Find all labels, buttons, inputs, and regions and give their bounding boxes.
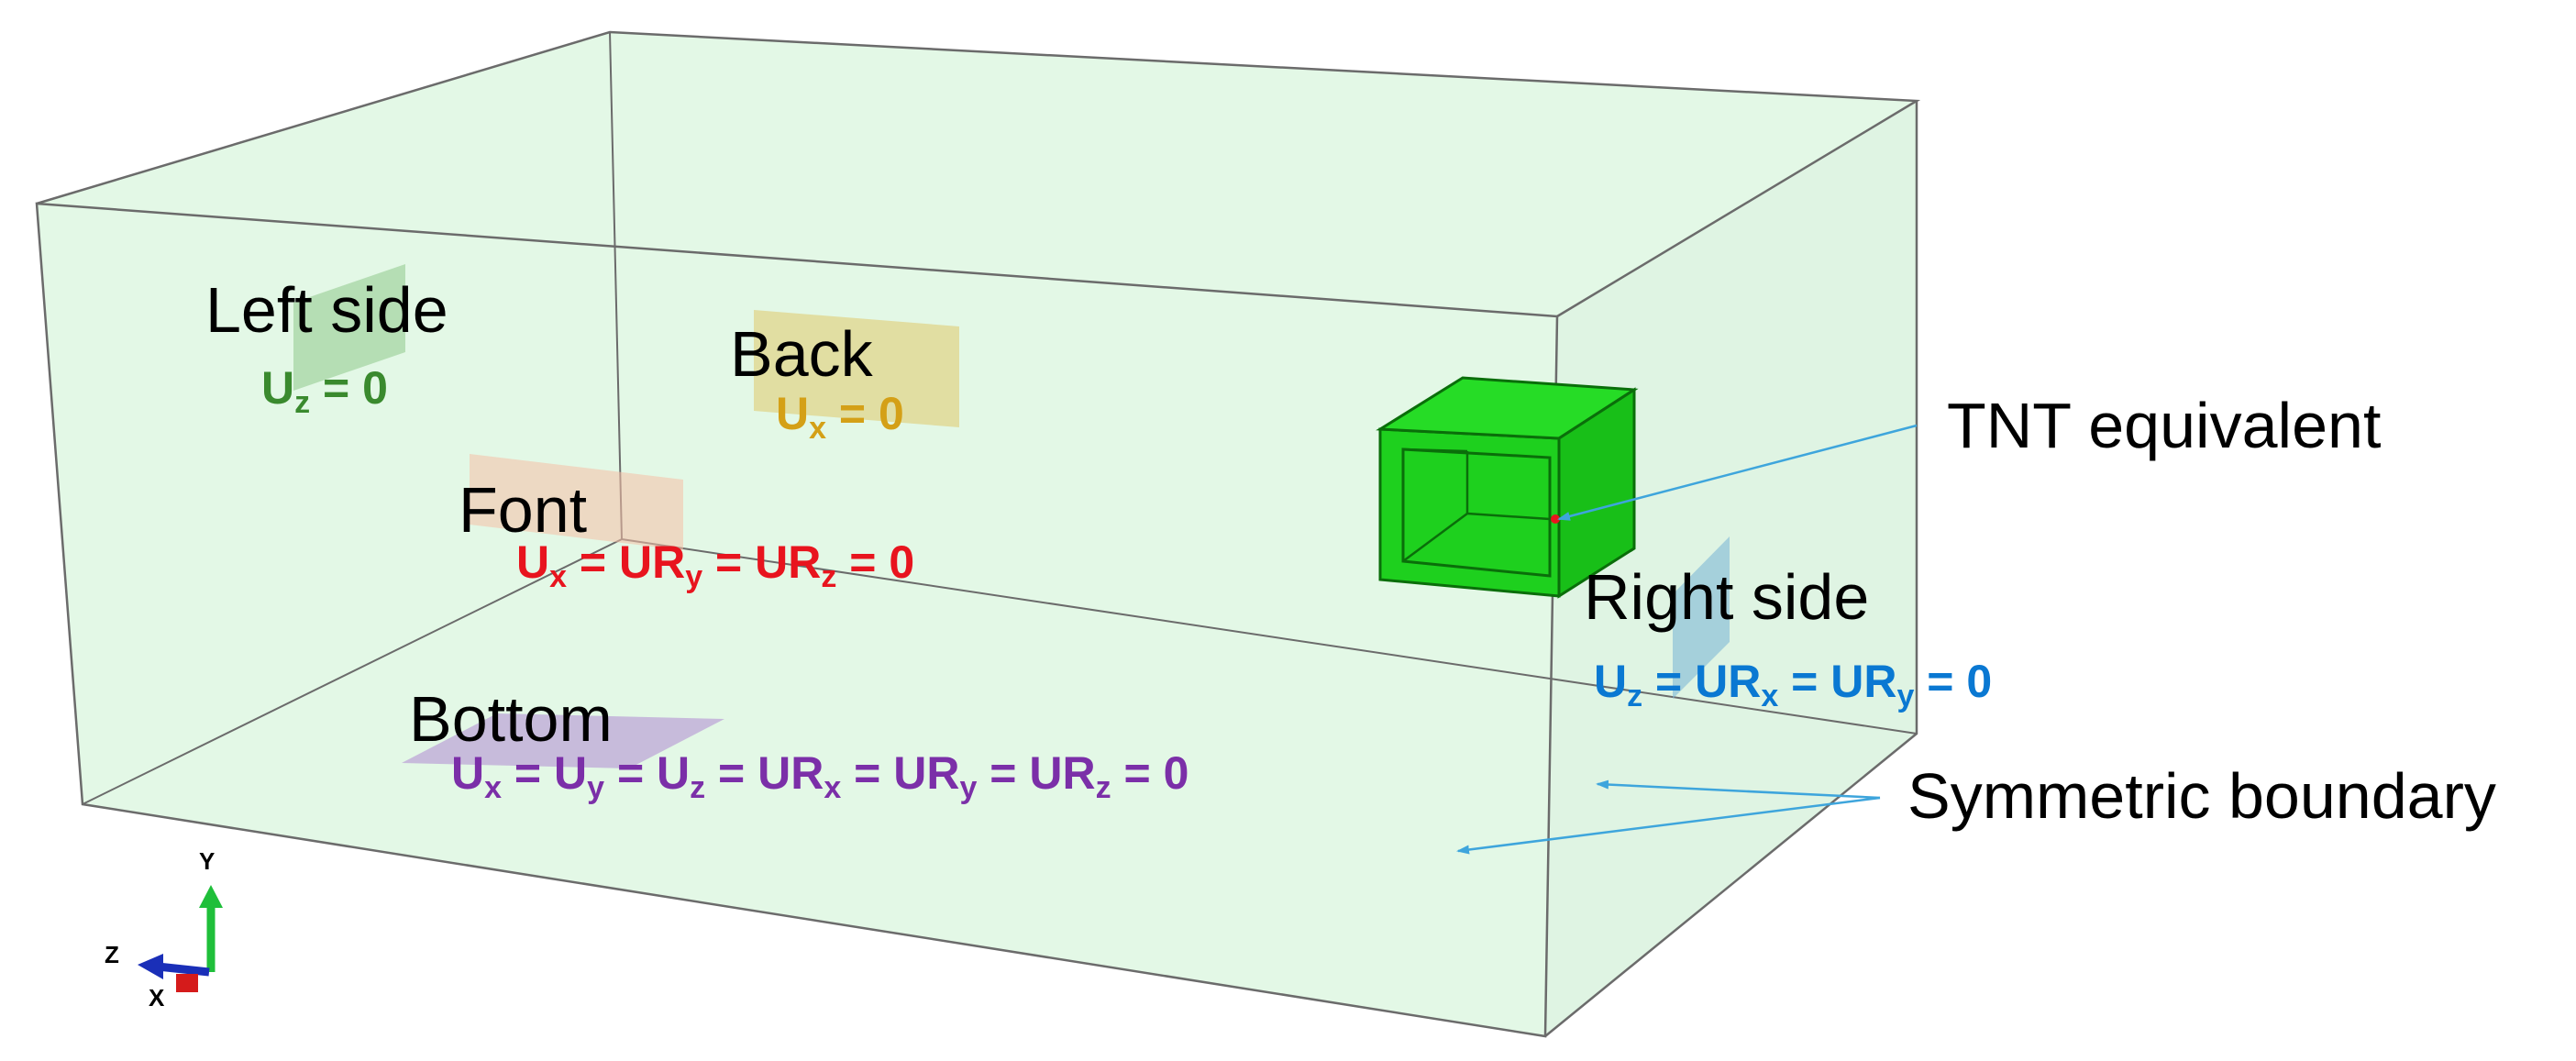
tnt-right-face bbox=[1557, 387, 1636, 599]
z-axis-arrow bbox=[157, 962, 210, 977]
back-edge-left-bottom bbox=[82, 538, 623, 805]
bc-subscript: y bbox=[1896, 679, 1914, 713]
bottom-patch bbox=[402, 713, 724, 768]
bc-term: = UR bbox=[705, 747, 824, 799]
top-face bbox=[37, 32, 1917, 316]
tnt-block bbox=[1376, 376, 1639, 599]
bc-term: = UR bbox=[1642, 656, 1761, 707]
right-side-patch bbox=[1673, 536, 1730, 699]
bc-term: = UR bbox=[841, 747, 959, 799]
font-label: Font bbox=[459, 474, 587, 546]
bc-subscript: y bbox=[587, 770, 604, 805]
back-bc: Ux = 0 bbox=[776, 388, 904, 446]
tnt-inner-opening bbox=[1401, 448, 1552, 578]
bc-subscript: x bbox=[484, 770, 502, 805]
tnt-equivalent-label: TNT equivalent bbox=[1947, 390, 2381, 461]
bottom-bc: Ux = Uy = Uz = URx = URy = URz = 0 bbox=[451, 747, 1188, 805]
bc-subscript: z bbox=[1096, 770, 1111, 805]
back-label: Back bbox=[730, 318, 874, 390]
font-bc: Ux = URy = URz = 0 bbox=[516, 536, 914, 594]
bc-term: = UR bbox=[567, 536, 685, 588]
bc-term: = UR bbox=[977, 747, 1095, 799]
left-side-label: Left side bbox=[205, 274, 448, 346]
left-side-patch bbox=[293, 264, 405, 391]
back-edge-vertical bbox=[609, 31, 623, 540]
right-side-bc: Uz = URx = URy = 0 bbox=[1594, 656, 1992, 713]
bc-term: = 0 bbox=[836, 536, 914, 588]
tnt-inner-edge-3 bbox=[1466, 512, 1551, 521]
fluid-domain-box bbox=[35, 30, 1921, 1038]
right-face bbox=[1545, 101, 1917, 1036]
back-edge-right-bottom bbox=[621, 538, 1918, 735]
bc-term: = U bbox=[502, 747, 587, 799]
symmetric-boundary-label: Symmetric boundary bbox=[1907, 760, 2496, 832]
tnt-charge-point bbox=[1551, 514, 1560, 524]
bc-term: U bbox=[516, 536, 549, 588]
x-axis-box bbox=[176, 974, 198, 992]
bc-term: = 0 bbox=[1914, 656, 1992, 707]
bottom-label: Bottom bbox=[409, 683, 613, 755]
symmetric-callout-arrow-2 bbox=[1456, 796, 1881, 855]
y-axis-arrowhead bbox=[199, 885, 223, 908]
font-patch bbox=[470, 454, 683, 550]
bc-subscript: z bbox=[690, 770, 705, 805]
tnt-inner-edge-1 bbox=[1402, 448, 1468, 453]
bc-term: U bbox=[1594, 656, 1627, 707]
bc-subscript: y bbox=[685, 559, 702, 594]
box-outline-right bbox=[1544, 101, 1918, 1037]
symmetric-callout-arrow-1 bbox=[1596, 779, 1881, 800]
front-face bbox=[37, 204, 1557, 1036]
tnt-callout-arrow bbox=[1557, 424, 1918, 521]
bc-subscript: x bbox=[1761, 679, 1778, 713]
z-axis-arrowhead bbox=[138, 954, 163, 979]
right-side-label: Right side bbox=[1584, 561, 1869, 633]
bc-subscript: y bbox=[959, 770, 977, 805]
axis-triad: Y Z X bbox=[105, 847, 223, 1011]
tnt-inner-edge-4 bbox=[1402, 512, 1468, 563]
bc-term: = 0 bbox=[1111, 747, 1189, 799]
bc-term: U bbox=[451, 747, 484, 799]
box-outline-top bbox=[36, 30, 1921, 318]
bc-term: = U bbox=[604, 747, 690, 799]
bc-term: = UR bbox=[1778, 656, 1896, 707]
back-patch bbox=[754, 310, 959, 427]
bc-subscript: z bbox=[821, 559, 836, 594]
x-axis-label: X bbox=[149, 984, 165, 1011]
bc-subscript: z bbox=[1627, 679, 1642, 713]
left-side-bc: Uz = 0 bbox=[261, 362, 388, 420]
bc-subscript: x bbox=[824, 770, 841, 805]
bc-subscript: x bbox=[549, 559, 567, 594]
y-axis-label: Y bbox=[199, 847, 215, 875]
bc-term: = UR bbox=[702, 536, 821, 588]
z-axis-label: Z bbox=[105, 941, 119, 968]
